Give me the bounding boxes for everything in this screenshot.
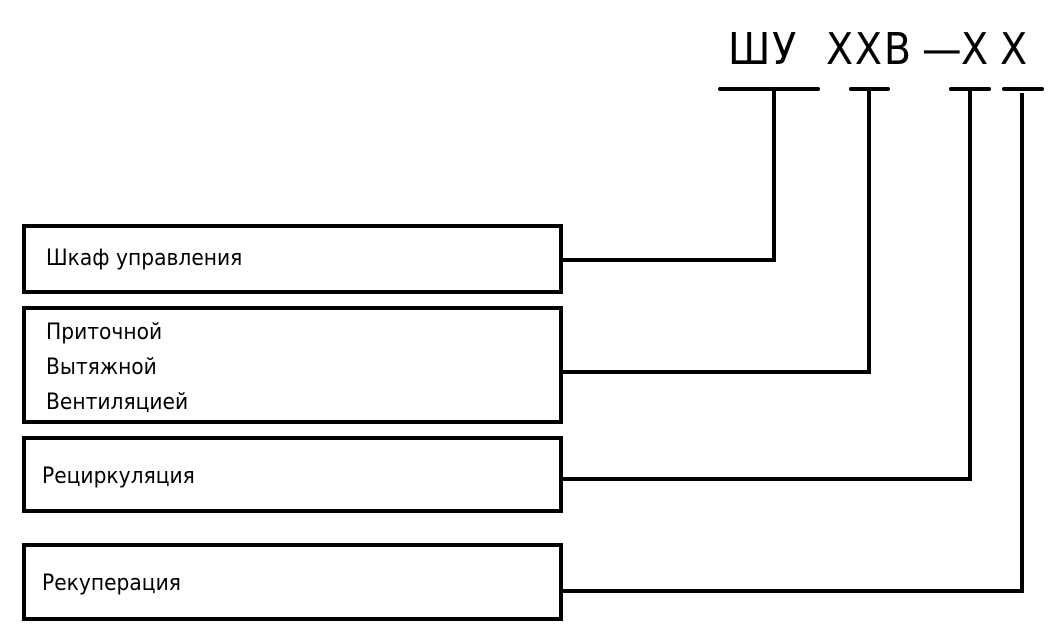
- box-control-cabinet: Шкаф управления: [22, 224, 563, 294]
- box-label: Рекуперация: [42, 571, 181, 596]
- box-label: Шкаф управления: [46, 246, 243, 271]
- code-segment-cabinet: ШУ: [728, 24, 799, 75]
- box-label-line-1: Приточной: [46, 320, 163, 345]
- code-segment-ventilation: XXB: [826, 24, 913, 75]
- box-label-line-2: Вытяжной: [46, 355, 157, 380]
- box-label-line-3: Вентиляцией: [46, 390, 189, 415]
- code-segment-recirculation: X: [961, 24, 990, 75]
- box-ventilation-type: Приточной Вытяжной Вентиляцией: [22, 306, 563, 424]
- leader-recuperation: [563, 93, 1024, 593]
- box-recuperation: Рекуперация: [22, 543, 563, 621]
- box-label: Рециркуляция: [42, 464, 195, 489]
- code-segment-recuperation: X: [1000, 24, 1029, 75]
- code-segment-dash: —: [922, 24, 964, 75]
- box-recirculation: Рециркуляция: [22, 436, 563, 513]
- leader-recirculation: [563, 89, 972, 481]
- leader-ventilation: [563, 89, 871, 374]
- leader-cabinet: [563, 89, 776, 262]
